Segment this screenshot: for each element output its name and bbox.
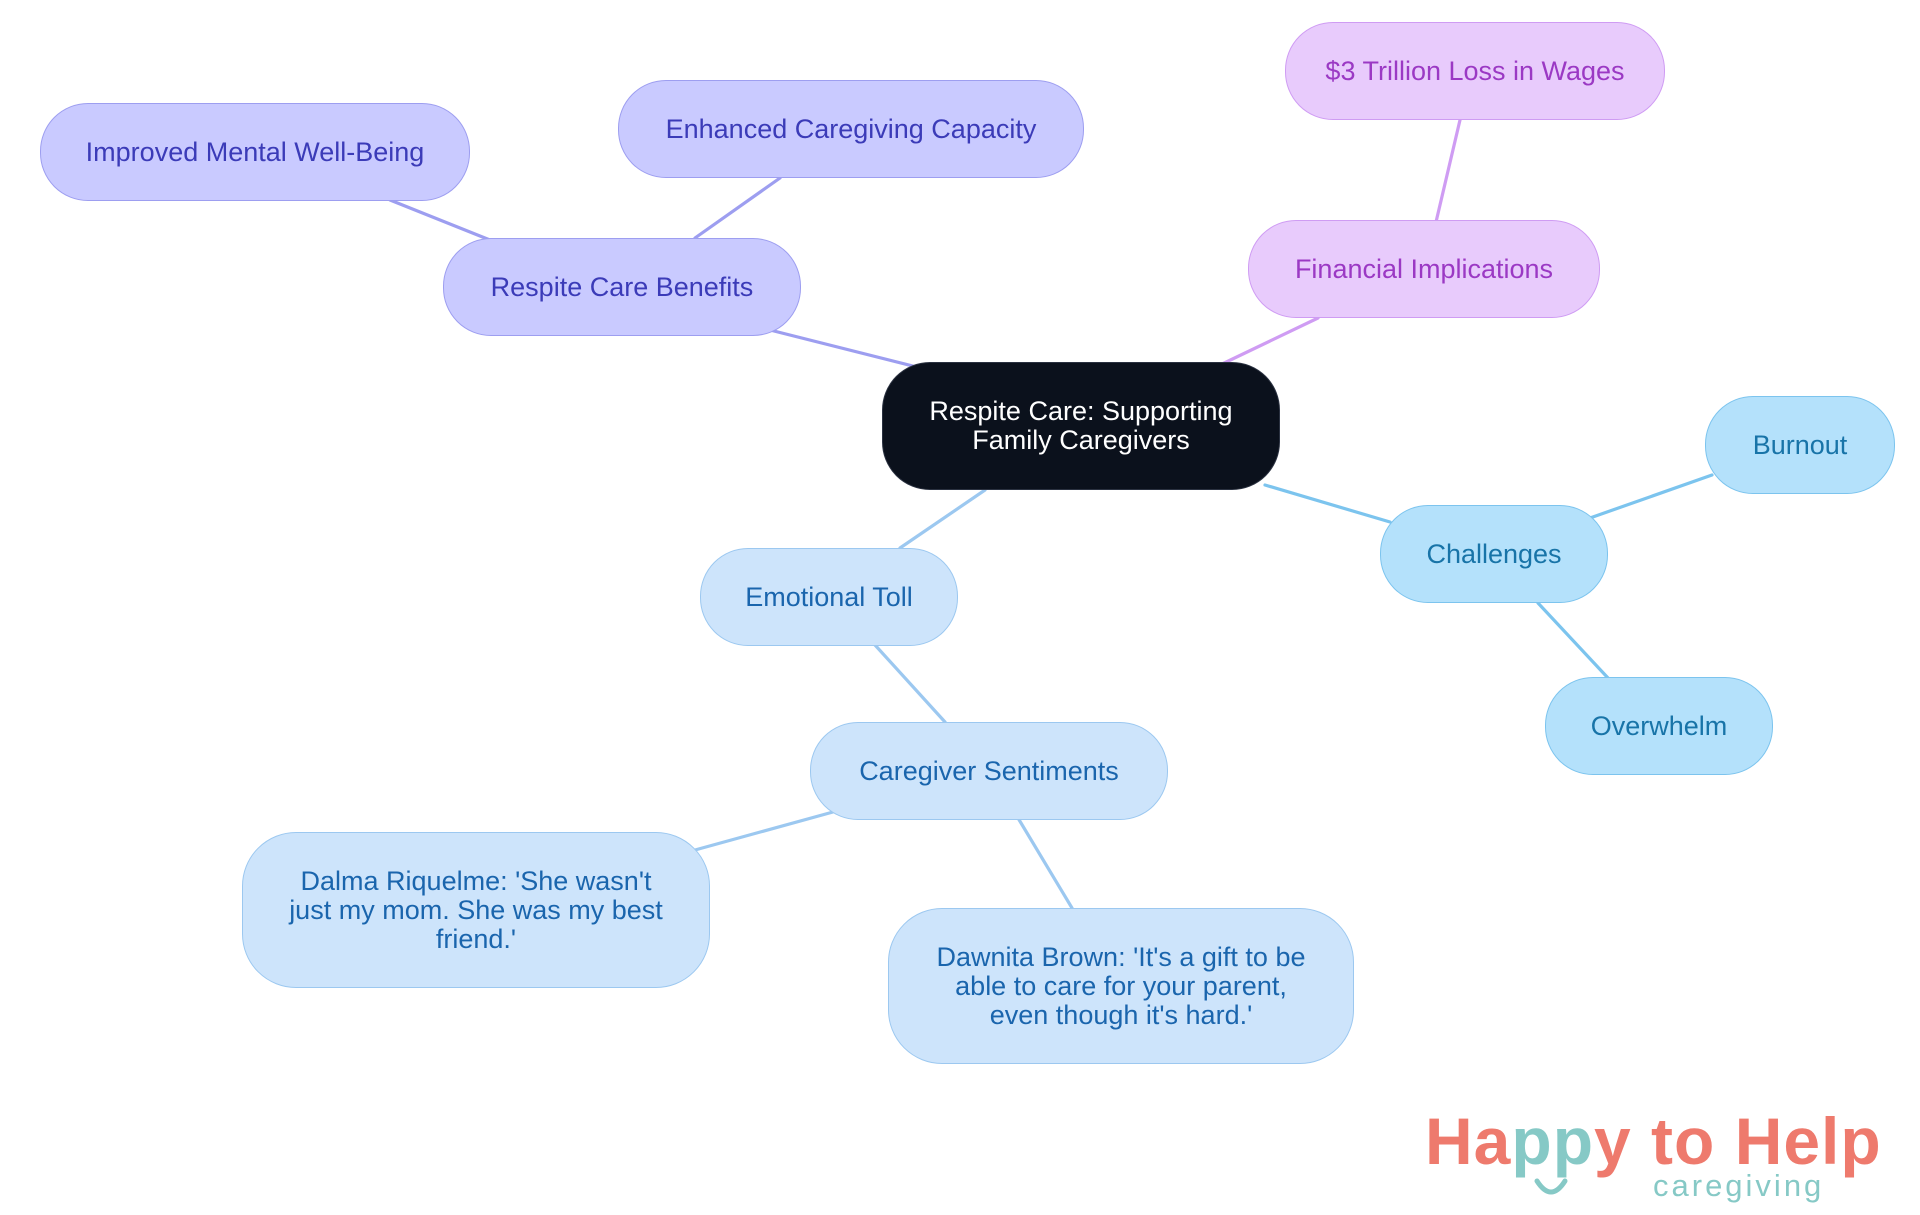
edge-benefits-mental: [388, 198, 492, 242]
edge-root-challenges: [1263, 483, 1392, 524]
node-emotional-toll: Emotional Toll: [700, 548, 958, 646]
node-overwhelm: Overwhelm: [1545, 677, 1773, 775]
happy-to-help-logo: Happy to Help caregiving: [1425, 1105, 1895, 1205]
smile-icon: [1534, 1178, 1568, 1195]
node-enhanced-caregiving-capacity: Enhanced Caregiving Capacity: [618, 80, 1084, 178]
label-caregiver-sentiments: Caregiver Sentiments: [859, 755, 1119, 786]
edge-sentiments-dalma: [693, 810, 835, 852]
label-dalma-riquelme-quote: Dalma Riquelme: 'She wasn't just my mom.…: [289, 865, 663, 954]
label-financial-implications: Financial Implications: [1294, 253, 1554, 284]
label-respite-care-benefits: Respite Care Benefits: [490, 271, 754, 302]
node-improved-mental-well-being: Improved Mental Well-Being: [40, 103, 470, 201]
edge-root-emotional: [898, 488, 987, 550]
edge-root-financial: [1218, 316, 1320, 367]
edge-benefits-capacity: [693, 176, 782, 240]
label-3-trillion-loss-in-wages: $3 Trillion Loss in Wages: [1325, 55, 1625, 86]
label-burnout: Burnout: [1752, 429, 1848, 460]
node-financial-implications: Financial Implications: [1248, 220, 1600, 318]
edge-challenges-overwhelm: [1536, 601, 1610, 680]
label-enhanced-caregiving-capacity: Enhanced Caregiving Capacity: [665, 113, 1037, 144]
node-3-trillion-loss-in-wages: $3 Trillion Loss in Wages: [1285, 22, 1665, 120]
logo-text-y-to-help: y to Help: [1594, 1104, 1882, 1178]
edge-emotional-sentiments: [873, 643, 947, 724]
logo-wordmark: Happy to Help: [1425, 1105, 1882, 1177]
edge-challenges-burnout: [1588, 473, 1714, 520]
edge-financial-wages: [1434, 118, 1462, 224]
node-dalma-riquelme-quote: Dalma Riquelme: 'She wasn't just my mom.…: [242, 832, 710, 988]
label-dawnita-brown-quote: Dawnita Brown: 'It's a gift to be able t…: [936, 941, 1306, 1030]
node-challenges: Challenges: [1380, 505, 1608, 603]
edge-sentiments-dawnita: [1016, 816, 1074, 910]
node-burnout: Burnout: [1705, 396, 1895, 494]
node-dawnita-brown-quote: Dawnita Brown: 'It's a gift to be able t…: [888, 908, 1354, 1064]
logo-subtitle: caregiving: [1653, 1168, 1825, 1203]
label-emotional-toll: Emotional Toll: [745, 581, 913, 612]
node-caregiver-sentiments: Caregiver Sentiments: [810, 722, 1168, 820]
label-improved-mental-well-being: Improved Mental Well-Being: [85, 136, 425, 167]
node-respite-care-benefits: Respite Care Benefits: [443, 238, 801, 336]
root-node: Respite Care: Supporting Family Caregive…: [882, 362, 1280, 490]
logo-text-ha: Ha: [1425, 1104, 1512, 1178]
root-label: Respite Care: Supporting Family Caregive…: [929, 396, 1233, 455]
label-challenges: Challenges: [1426, 538, 1562, 569]
label-overwhelm: Overwhelm: [1590, 710, 1728, 741]
logo-text-pp: pp: [1511, 1104, 1595, 1178]
